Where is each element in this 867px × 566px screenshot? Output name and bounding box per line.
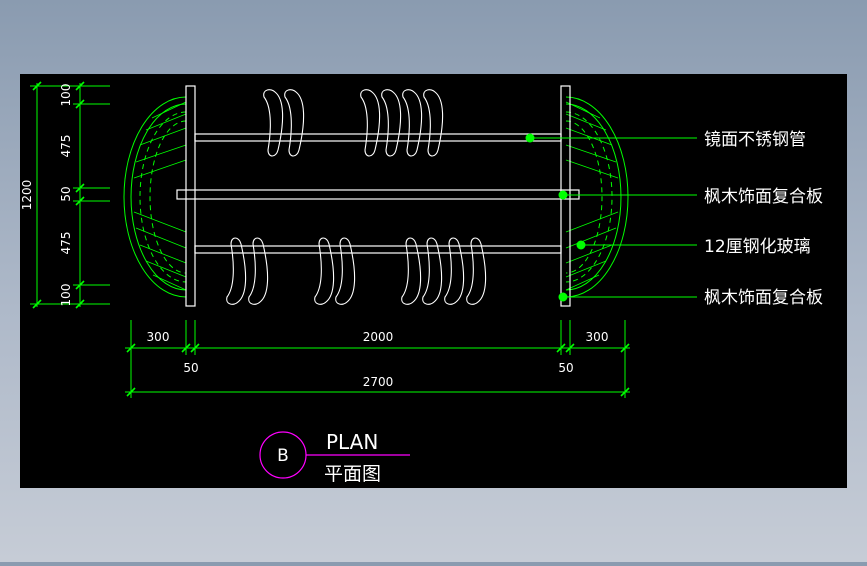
leader-dot-3 (576, 240, 586, 250)
leader-dot-2 (558, 190, 568, 200)
callout-leaders (525, 133, 697, 302)
dim-left-bottom: 100 (59, 284, 73, 307)
callout-label-1: 镜面不锈钢管 (704, 130, 806, 150)
lower-rail (194, 245, 562, 254)
left-end-panel (185, 85, 196, 307)
dim-left-middle: 50 (59, 186, 73, 201)
dim-bottom-left-50: 50 (183, 361, 198, 375)
dim-bottom-left-300: 300 (147, 330, 170, 344)
left-dimensions (30, 81, 110, 309)
model-space (20, 74, 847, 488)
callout-label-4: 枫木饰面复合板 (704, 288, 823, 308)
callout-label-2: 枫木饰面复合板 (704, 187, 823, 207)
dim-bottom-right-300: 300 (586, 330, 609, 344)
dim-bottom-center-2000: 2000 (363, 330, 394, 344)
dim-left-top: 100 (59, 84, 73, 107)
leader-dot-4 (558, 292, 568, 302)
dim-total-height: 1200 (20, 180, 34, 211)
title-cn: 平面图 (324, 463, 381, 485)
dim-bottom-right-50: 50 (558, 361, 573, 375)
title-block: B PLAN 平面图 (259, 430, 410, 485)
callout-label-3: 12厘钢化玻璃 (704, 237, 811, 257)
bottom-dimensions (125, 320, 630, 398)
title-en: PLAN (326, 430, 378, 454)
dim-left-lower: 475 (59, 232, 73, 255)
right-glass-end (565, 96, 629, 298)
leader-dot-1 (525, 133, 535, 143)
left-glass-end (123, 96, 187, 298)
dim-left-upper: 475 (59, 135, 73, 158)
dim-total-width: 2700 (363, 375, 394, 389)
title-letter: B (277, 446, 289, 466)
